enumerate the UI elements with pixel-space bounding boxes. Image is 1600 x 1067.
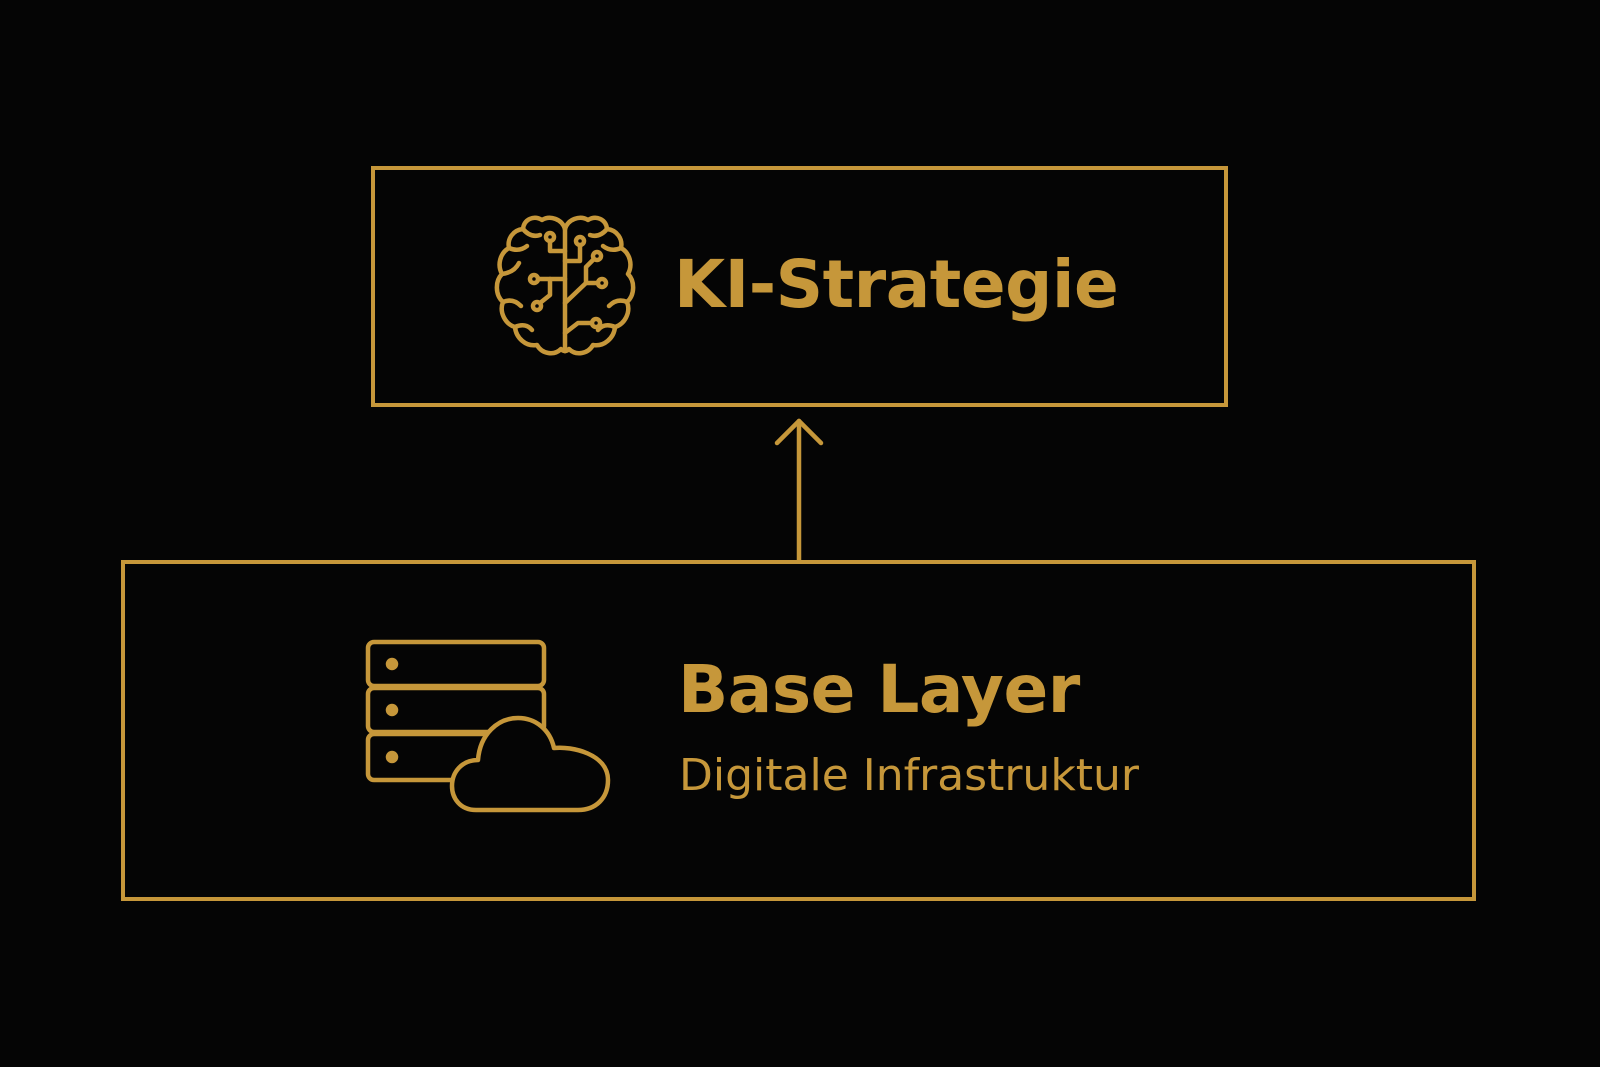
base-layer-title: Base Layer xyxy=(678,651,1080,728)
base-layer-box xyxy=(121,560,1476,901)
base-layer-subtitle: Digitale Infrastruktur xyxy=(679,750,1140,801)
server-cloud-icon xyxy=(365,639,611,813)
arrow-up-icon xyxy=(774,418,824,564)
ki-strategie-title: KI-Strategie xyxy=(674,246,1119,323)
brain-circuit-icon xyxy=(494,215,636,356)
ki-strategie-box xyxy=(371,166,1228,407)
